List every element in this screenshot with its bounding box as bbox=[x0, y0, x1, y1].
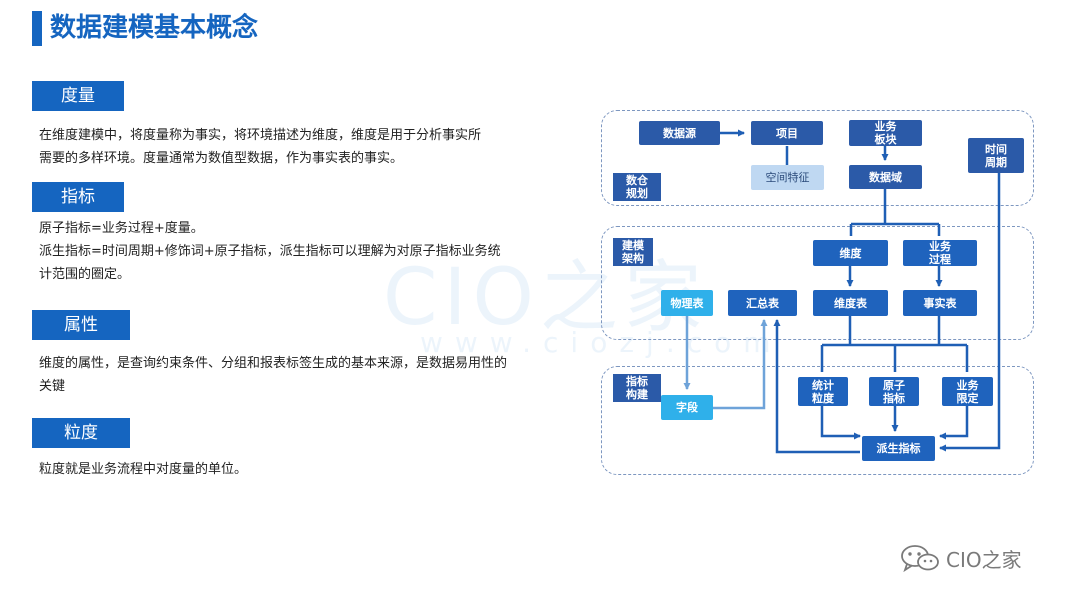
section-text-metric: 原子指标=业务过程+度量。 派生指标=时间周期+修饰词+原子指标，派生指标可以理… bbox=[39, 217, 539, 286]
edge-tables-merge bbox=[820, 316, 969, 372]
section-text-attribute: 维度的属性，是查询约束条件、分组和报表标签生成的基本来源，是数据易用性的 关键 bbox=[39, 352, 539, 398]
group-label-modeling-architecture: 建模 架构 bbox=[613, 238, 653, 266]
text-line: 需要的多样环境。度量通常为数值型数据，作为事实表的事实。 bbox=[39, 151, 404, 166]
text-line: 在维度建模中，将度量称为事实，将环境描述为维度，维度是用于分析事实所 bbox=[39, 128, 482, 143]
node-stat-granularity: 统计 粒度 bbox=[798, 377, 848, 406]
edge-time-derived bbox=[939, 173, 1001, 452]
node-fact-table: 事实表 bbox=[903, 290, 977, 316]
brand-text: CIO之家 bbox=[946, 547, 1022, 572]
group-metric-construction bbox=[601, 366, 1034, 475]
section-heading-attribute: 属性 bbox=[32, 310, 130, 340]
title-accent-bar bbox=[32, 11, 42, 46]
section-text-granularity: 粒度就是业务流程中对度量的单位。 bbox=[39, 458, 539, 481]
group-label-metric-construction: 指标 构建 bbox=[613, 374, 661, 402]
node-physical-table: 物理表 bbox=[661, 290, 713, 316]
node-data-domain: 数据域 bbox=[849, 165, 922, 189]
text-line: 关键 bbox=[39, 379, 66, 394]
text-line: 派生指标=时间周期+修饰词+原子指标，派生指标可以理解为对原子指标业务统 bbox=[39, 244, 501, 259]
node-field: 字段 bbox=[661, 395, 713, 420]
node-datasource: 数据源 bbox=[639, 121, 720, 145]
node-time-period: 时间 周期 bbox=[968, 138, 1024, 173]
node-biz-process: 业务 过程 bbox=[903, 240, 977, 266]
section-heading-granularity: 粒度 bbox=[32, 418, 130, 448]
edge-limit-derived bbox=[939, 406, 969, 440]
section-heading-metric: 指标 bbox=[32, 182, 124, 212]
node-derived-metric: 派生指标 bbox=[862, 436, 935, 461]
node-dim-table: 维度表 bbox=[813, 290, 888, 316]
node-project: 项目 bbox=[751, 121, 823, 145]
section-text-measure: 在维度建模中，将度量称为事实，将环境描述为维度，维度是用于分析事实所 需要的多样… bbox=[39, 124, 539, 170]
section-heading-measure: 度量 bbox=[32, 81, 124, 111]
edge-stat-derived bbox=[820, 406, 861, 440]
edge-datadomain-split bbox=[849, 189, 941, 236]
node-summary-table: 汇总表 bbox=[728, 290, 797, 316]
node-space-feature: 空间特征 bbox=[751, 165, 824, 190]
group-warehouse-planning bbox=[601, 110, 1034, 206]
page-title: 数据建模基本概念 bbox=[50, 13, 259, 43]
node-biz-limit: 业务 限定 bbox=[942, 377, 993, 406]
text-line: 原子指标=业务过程+度量。 bbox=[39, 221, 204, 236]
text-line: 维度的属性，是查询约束条件、分组和报表标签生成的基本来源，是数据易用性的 bbox=[39, 356, 508, 371]
edge-derived-summary bbox=[773, 319, 860, 454]
text-line: 粒度就是业务流程中对度量的单位。 bbox=[39, 462, 248, 477]
node-dimension: 维度 bbox=[813, 240, 888, 266]
group-modeling-architecture bbox=[601, 226, 1034, 340]
node-biz-section: 业务 板块 bbox=[849, 120, 922, 146]
brand-logo: CIO之家 bbox=[900, 543, 1022, 573]
node-atomic-metric: 原子 指标 bbox=[869, 377, 919, 406]
group-label-warehouse-planning: 数仓 规划 bbox=[613, 173, 661, 201]
text-line: 计范围的圈定。 bbox=[39, 267, 131, 282]
wechat-icon bbox=[901, 545, 939, 573]
edge-field-summary bbox=[713, 319, 768, 410]
